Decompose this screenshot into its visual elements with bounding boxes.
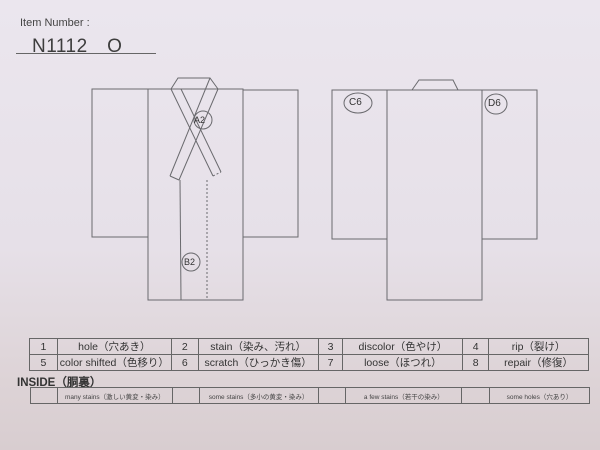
legend-label: hole（穴あき） xyxy=(56,338,172,355)
back-collar xyxy=(411,79,459,91)
legend-label: repair（修復） xyxy=(488,354,589,371)
item-number-value: N1112 O xyxy=(32,36,123,57)
damage-legend-table: 1 hole（穴あき） 2 stain（染み、汚れ） 3 discolor（色や… xyxy=(29,338,589,371)
inside-label: many stains（激しい黄変・染み） xyxy=(56,387,173,404)
inside-label: some stains（多小の黄変・染み） xyxy=(198,387,319,404)
legend-label: rip（裂け） xyxy=(488,338,589,355)
legend-label: loose（ほつれ） xyxy=(342,354,464,371)
marker-c6: C6 xyxy=(349,97,362,108)
item-number-underline xyxy=(16,53,156,54)
marker-d6: D6 xyxy=(488,98,501,109)
legend-num: 5 xyxy=(29,354,58,371)
kimono-diagram xyxy=(91,77,538,301)
inside-checkbox[interactable] xyxy=(171,387,200,404)
inside-checkbox[interactable] xyxy=(30,387,58,404)
inside-checkbox[interactable] xyxy=(461,387,491,404)
legend-num: 8 xyxy=(462,354,490,371)
back-left-sleeve xyxy=(331,89,388,240)
legend-label: stain（染み、汚れ） xyxy=(197,338,319,355)
marker-b2: B2 xyxy=(184,257,196,267)
inside-condition-table: many stains（激しい黄変・染み） some stains（多小の黄変・… xyxy=(30,387,590,404)
legend-num: 3 xyxy=(317,338,344,355)
legend-num: 6 xyxy=(170,354,199,371)
inside-label: a few stains（若干の染み） xyxy=(345,387,463,404)
legend-num: 4 xyxy=(462,338,490,355)
inside-section-title: INSIDE（胴裏） xyxy=(17,377,102,389)
legend-row: 5 color shifted（色移り） 6 scratch（ひっかき傷） 7 … xyxy=(29,354,589,371)
kimono-front-view xyxy=(91,77,299,301)
legend-num: 7 xyxy=(317,354,344,371)
inside-row: many stains（激しい黄変・染み） some stains（多小の黄変・… xyxy=(30,387,590,404)
inside-checkbox[interactable] xyxy=(317,387,347,404)
front-collar-top xyxy=(170,77,219,90)
legend-label: scratch（ひっかき傷） xyxy=(197,354,319,371)
item-number-label: Item Number : xyxy=(20,17,90,29)
legend-row: 1 hole（穴あき） 2 stain（染み、汚れ） 3 discolor（色や… xyxy=(29,338,589,355)
legend-label: color shifted（色移り） xyxy=(56,354,172,371)
legend-num: 2 xyxy=(170,338,199,355)
marker-a2: A2 xyxy=(194,115,206,125)
legend-label: discolor（色やけ） xyxy=(342,338,464,355)
kimono-back-view xyxy=(331,79,538,301)
inside-label: some holes（穴あり） xyxy=(489,387,590,404)
back-body xyxy=(386,89,483,301)
back-right-sleeve xyxy=(481,89,538,240)
front-right-sleeve xyxy=(242,89,299,238)
legend-num: 1 xyxy=(29,338,58,355)
front-left-sleeve xyxy=(91,88,149,238)
